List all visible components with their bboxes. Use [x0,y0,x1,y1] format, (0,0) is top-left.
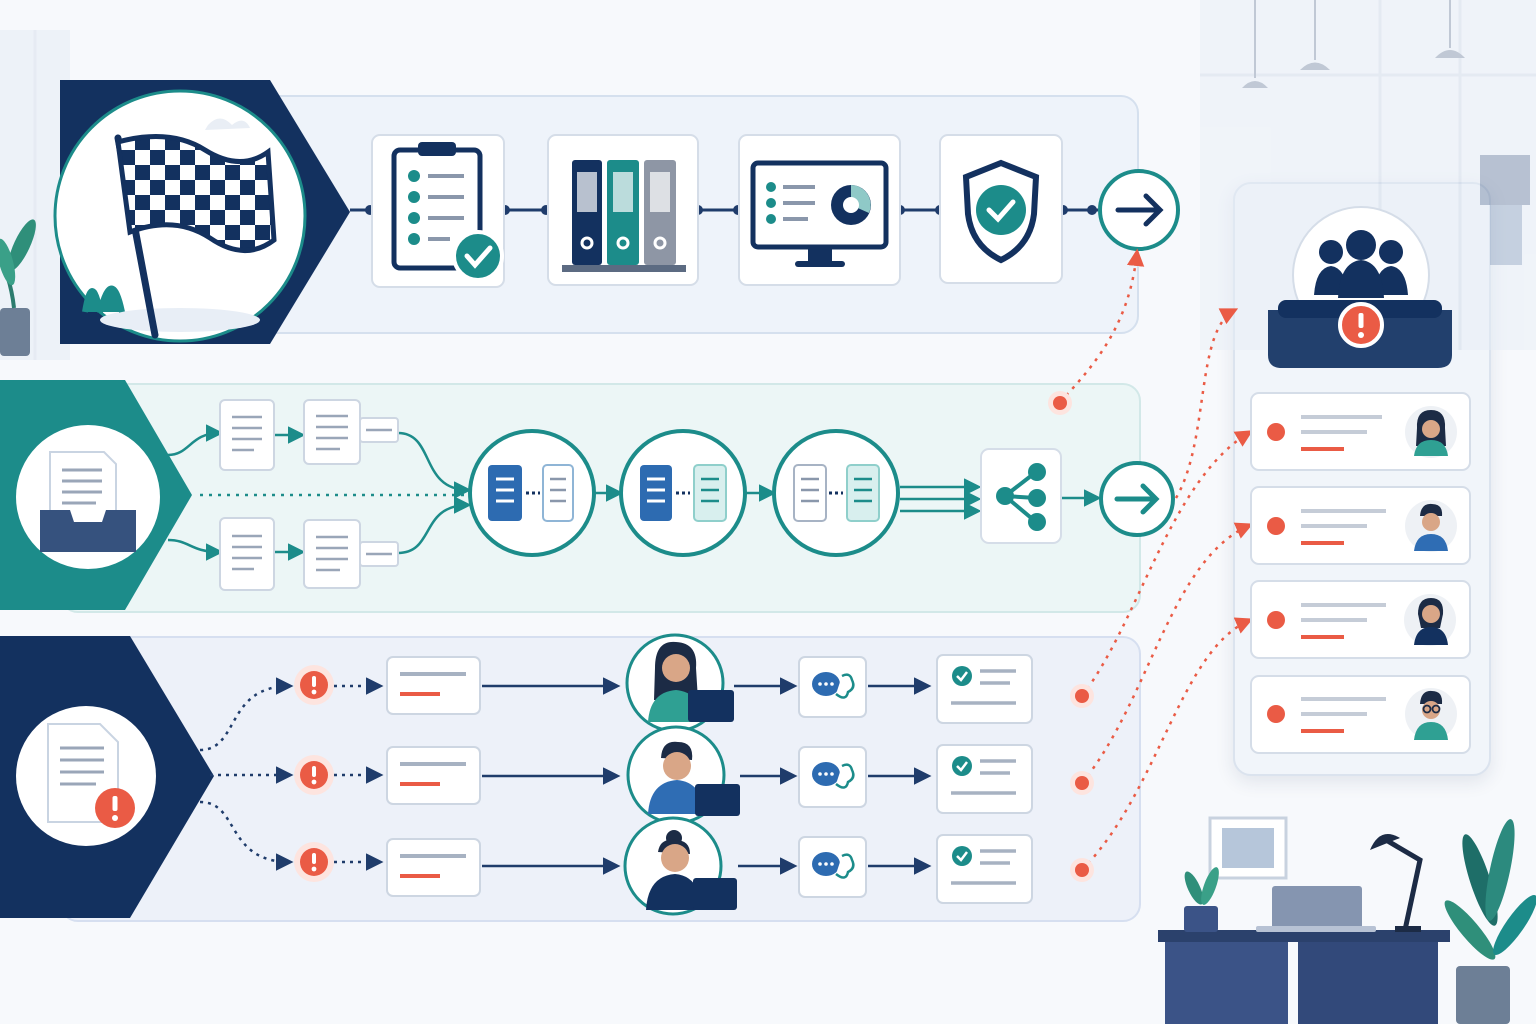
checklist-clipboard-icon [371,134,505,288]
office-plant-icon [0,219,36,356]
check-list-icon [936,654,1033,724]
doc-card-4 [303,519,399,589]
team-member-card[interactable] [1250,580,1471,659]
ticket-card [386,746,481,805]
inbox-documents-icon [40,451,136,552]
agent-avatar-female [625,633,734,733]
picture-frame-icon [1208,816,1288,880]
monitor-dashboard-icon [738,134,901,286]
team-member-card[interactable] [1250,675,1471,754]
alert-icon [294,755,334,795]
check-list-icon [936,834,1033,904]
agent-avatar-male [626,725,740,825]
share-network-icon [980,448,1062,544]
arrow-right-icon[interactable] [1098,169,1180,251]
desk-lamp-icon [1370,834,1423,932]
document-compare-icon [619,429,747,557]
document-binders-icon [547,134,699,286]
team-member-card[interactable] [1250,392,1471,471]
desk-icon [1158,930,1450,1024]
check-list-icon [936,744,1033,814]
ticket-card [386,656,481,715]
doc-card-3 [219,517,275,591]
document-compare-icon [468,429,596,557]
chat-bubbles-icon [798,746,867,808]
document-compare-icon [772,429,900,557]
laptop-icon [1256,886,1376,932]
checkered-flag-icon [82,134,277,339]
office-plant-icon [1444,819,1536,1024]
avatar-man-glasses [1405,688,1457,740]
team-alert-icon [1268,206,1452,368]
avatar-man-beard [1405,500,1457,552]
shield-check-icon [939,134,1063,284]
doc-card-1 [219,399,275,471]
chat-bubbles-icon [798,656,867,718]
document-alert-icon [47,723,135,828]
alert-icon [294,842,334,882]
office-plant-icon [1184,867,1219,932]
team-member-card[interactable] [1250,486,1471,565]
alert-icon [294,665,334,705]
avatar-woman-2 [1404,594,1456,646]
ticket-card [386,838,481,897]
avatar-woman [1405,406,1457,458]
chat-bubbles-icon [798,836,867,898]
doc-card-2 [303,399,399,465]
agent-avatar-female-2 [623,816,737,916]
arrow-right-icon[interactable] [1099,461,1175,537]
